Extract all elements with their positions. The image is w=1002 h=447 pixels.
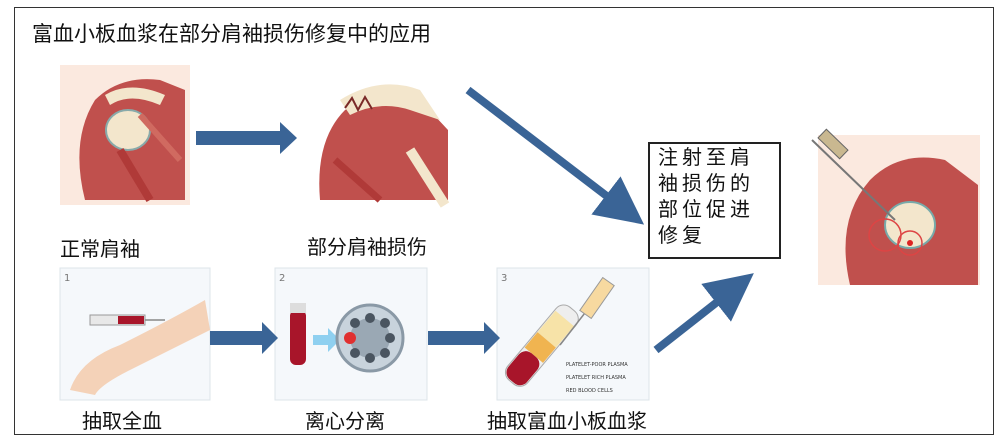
note-line: 修复 xyxy=(658,223,706,247)
injection-note-box: 注射至肩 袖损伤的 部位促进 修复 xyxy=(648,142,781,259)
arrow-step3-to-injection xyxy=(653,273,754,354)
arrow-injury-to-note xyxy=(465,86,645,225)
injection-shoulder-image xyxy=(811,128,980,285)
draw-blood-image: 1 xyxy=(59,267,211,401)
tube-label-prp: PLATELET RICH PLASMA xyxy=(566,375,626,381)
arrow-step2-to-step3 xyxy=(428,322,500,354)
caption-draw-blood: 抽取全血 xyxy=(82,409,162,433)
arrow-normal-to-injury xyxy=(196,122,297,154)
step-number-3: 3 xyxy=(501,273,507,284)
tube-label-ppp: PLATELET-POOR PLASMA xyxy=(566,362,628,368)
note-line: 注射至肩 xyxy=(658,145,754,169)
flow-arrows xyxy=(196,86,754,354)
caption-injury: 部分肩袖损伤 xyxy=(307,235,427,259)
note-line: 部位促进 xyxy=(658,197,754,221)
tube-label-rbc: RED BLOOD CELLS xyxy=(566,388,613,394)
injured-shoulder-image xyxy=(315,70,450,208)
normal-shoulder-image xyxy=(60,65,190,205)
caption-centrifuge: 离心分离 xyxy=(305,409,385,433)
figure-title: 富血小板血浆在部分肩袖损伤修复中的应用 xyxy=(32,22,431,46)
step-number-1: 1 xyxy=(64,273,70,284)
note-line: 袖损伤的 xyxy=(658,171,754,195)
caption-normal-shoulder: 正常肩袖 xyxy=(60,237,140,261)
arrow-step1-to-step2 xyxy=(210,322,278,354)
centrifuge-image: 2 xyxy=(274,267,428,401)
step-number-2: 2 xyxy=(279,273,285,284)
caption-extract-prp: 抽取富血小板血浆 xyxy=(487,409,647,433)
extract-prp-image: 3 PLATELET-POOR PLASMA PLATELET RICH PLA… xyxy=(496,267,650,401)
figure-frame xyxy=(14,7,994,435)
